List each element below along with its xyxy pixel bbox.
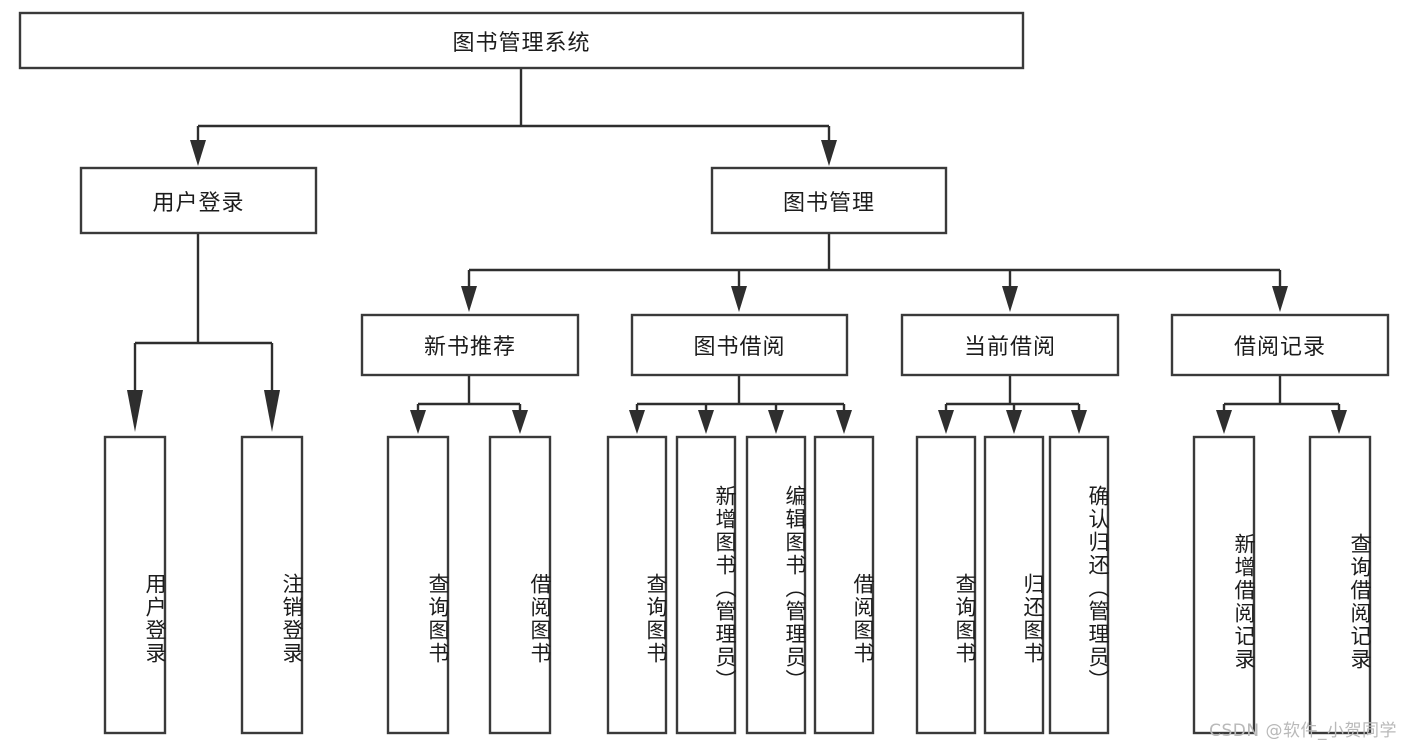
arrow-head-nb-borrow-book — [512, 410, 528, 434]
node-box-leaf-nb-query-book[interactable] — [386, 435, 450, 735]
node-box-user-login[interactable] — [79, 166, 318, 235]
arrow-head-user-login — [190, 140, 206, 166]
arrow-head-book-mgmt — [821, 140, 837, 166]
node-box-leaf-bb-borrow-book[interactable] — [813, 435, 875, 735]
node-box-leaf-br-query-record[interactable] — [1308, 435, 1372, 735]
node-box-leaf-bb-query-book[interactable] — [606, 435, 668, 735]
node-box-leaf-bb-add-book[interactable] — [675, 435, 737, 735]
connector-group-new-book-leaves — [410, 375, 528, 434]
arrow-head-leaf-logout — [264, 390, 280, 432]
connector-group-book-mgmt — [461, 233, 1288, 312]
node-box-leaf-user-login[interactable] — [103, 435, 167, 735]
arrow-head-bb-add-book — [698, 410, 714, 434]
arrow-head-cb-return-book — [1006, 410, 1022, 434]
arrow-head-nb-query-book — [410, 410, 426, 434]
arrow-head-br-query-record — [1331, 410, 1347, 434]
node-box-leaf-bb-edit-book[interactable] — [745, 435, 807, 735]
connector-group-user-login-leaves — [127, 233, 280, 432]
arrow-head-bb-query-book — [629, 410, 645, 434]
node-box-root[interactable] — [18, 11, 1025, 70]
node-box-leaf-logout[interactable] — [240, 435, 304, 735]
arrow-head-br-add-record — [1216, 410, 1232, 434]
arrow-head-borrow-records — [1272, 286, 1288, 312]
connector-group-borrow-records-leaves — [1216, 375, 1347, 434]
node-box-leaf-nb-borrow-book[interactable] — [488, 435, 552, 735]
node-box-book-borrow[interactable] — [630, 313, 849, 377]
node-box-leaf-cb-query-book[interactable] — [915, 435, 977, 735]
arrow-head-bb-edit-book — [768, 410, 784, 434]
arrow-head-current-borrow — [1002, 286, 1018, 312]
arrow-head-book-borrow — [731, 286, 747, 312]
arrow-head-cb-confirm-return — [1071, 410, 1087, 434]
arrow-head-leaf-user-login — [127, 390, 143, 432]
node-box-leaf-br-add-record[interactable] — [1192, 435, 1256, 735]
connector-group-current-borrow-leaves — [938, 375, 1087, 434]
node-box-book-management[interactable] — [710, 166, 948, 235]
node-box-new-book-recommend[interactable] — [360, 313, 580, 377]
node-box-current-borrow[interactable] — [900, 313, 1120, 377]
node-box-borrow-records[interactable] — [1170, 313, 1390, 377]
arrow-head-new-book — [461, 286, 477, 312]
node-box-leaf-cb-confirm-return[interactable] — [1048, 435, 1110, 735]
node-box-leaf-cb-return-book[interactable] — [983, 435, 1045, 735]
arrow-head-cb-query-book — [938, 410, 954, 434]
arrow-head-bb-borrow-book — [836, 410, 852, 434]
connector-group-book-borrow-leaves — [629, 375, 852, 434]
connector-group-root — [190, 68, 837, 166]
